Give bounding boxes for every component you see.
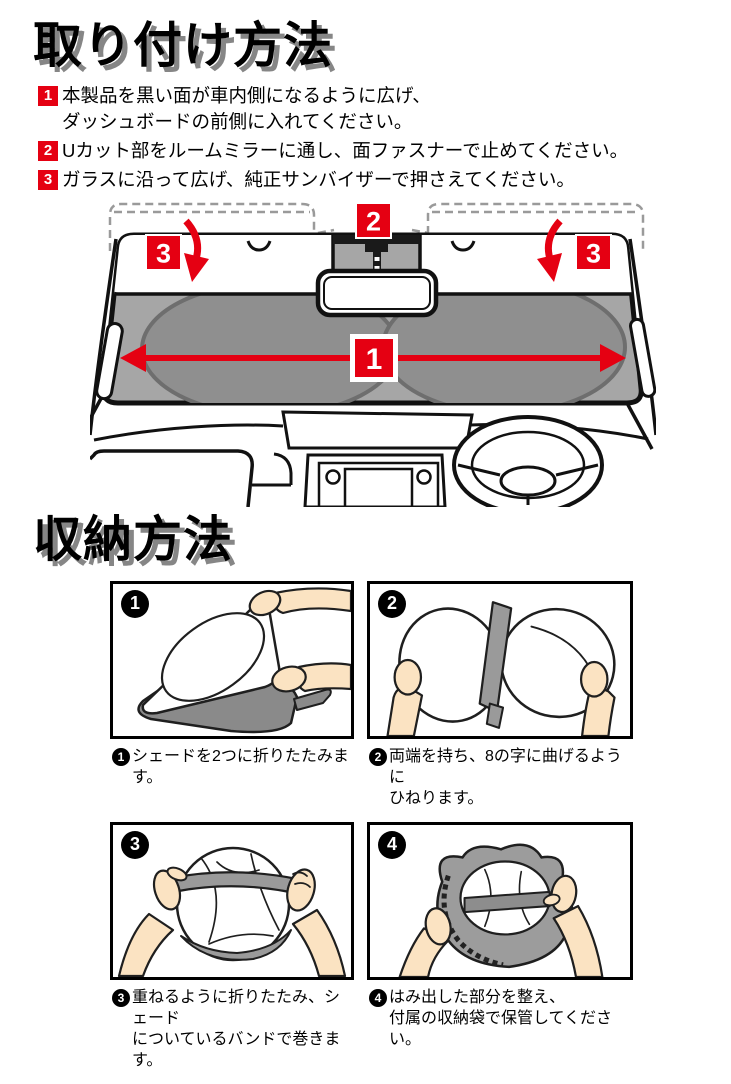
fold-arrow-right-icon <box>537 218 563 282</box>
storage-step-1-panel: 1 <box>110 580 354 739</box>
figure-eight-twist-illustration <box>386 600 616 736</box>
install-step-2-line-1: Uカット部をルームミラーに通し、面ファスナーで止めてください。 <box>62 139 629 161</box>
storage-step-3-panel: 3 <box>110 821 354 980</box>
install-steps: 1 本製品を黒い面が車内側になるように広げ、 ダッシュボードの前側に入れてくださ… <box>38 83 731 193</box>
storage-step-1-caption: 1 シェードを2つに折りたたみます。 <box>112 746 354 790</box>
storage-step-1-cell: 1 1 シェードを2つに折りたたみます。 <box>110 580 354 822</box>
red-number-1-badge: 1 <box>38 85 58 106</box>
stem-highlight-2 <box>374 265 380 270</box>
fold-in-half-illustration <box>137 587 351 734</box>
storage-step-2-caption-line-1: 両端を持ち、8の字に曲げるように <box>389 747 622 786</box>
install-step-1-line-2: ダッシュボードの前側に入れてください。 <box>62 110 413 132</box>
caption-circle-number-2: 2 <box>369 747 387 766</box>
red-number-2-badge: 2 <box>38 140 58 161</box>
instruction-sheet: 取り付け方法 1 本製品を黒い面が車内側になるように広げ、 ダッシュボードの前側… <box>33 19 731 1069</box>
storage-step-2-caption-line-2: ひねります。 <box>389 789 484 807</box>
caption-circle-number-1: 1 <box>112 747 130 766</box>
storage-step-4-caption-line-1: はみ出した部分を整え、 <box>389 988 566 1006</box>
caption-circle-number-4: 4 <box>369 988 387 1007</box>
stem-highlight <box>374 256 380 261</box>
red-number-3-badge: 3 <box>38 169 58 190</box>
storage-step-3-cell: 3 3 重ねるように折りたたみ、シェード <box>110 821 354 1084</box>
visor-clip-right-icon <box>450 240 476 252</box>
storage-step-4-caption-line-2: 付属の収納袋で保管してください。 <box>389 1009 613 1048</box>
windshield-diagram-svg: 2 3 3 1 <box>76 201 658 515</box>
diagram-badge-3-left: 3 <box>145 233 182 271</box>
install-step-3: 3 ガラスに沿って広げ、純正サンバイザーで押さえてください。 <box>38 167 731 193</box>
circle-number-4-icon: 4 <box>378 830 406 859</box>
steering-wheel <box>452 414 604 515</box>
install-section-title: 取り付け方法 <box>33 19 334 73</box>
install-step-2: 2 Uカット部をルームミラーに通し、面ファスナーで止めてください。 <box>38 138 731 164</box>
install-step-3-line-1: ガラスに沿って広げ、純正サンバイザーで押さえてください。 <box>62 168 575 190</box>
storage-step-4-caption: 4 はみ出した部分を整え、 付属の収納袋で保管してください。 <box>369 987 633 1050</box>
diagram-badge-3-right: 3 <box>575 233 612 271</box>
storage-step-4-cell: 4 4 はみ出した部分を整え、 付属の収納 <box>367 821 633 1084</box>
diagram-badge-2: 2 <box>355 201 392 239</box>
install-step-1-line-1: 本製品を黒い面が車内側になるように広げ、 <box>62 84 431 106</box>
storage-step-4-panel: 4 <box>367 821 633 980</box>
storage-step-3-caption-line-2: についているバンドで巻きます。 <box>132 1030 341 1069</box>
rearview-mirror <box>315 268 439 318</box>
circle-number-3-icon: 3 <box>121 830 149 859</box>
caption-circle-number-3: 3 <box>112 988 130 1007</box>
diagram-badge-3-right-label: 3 <box>586 238 601 268</box>
circle-number-1-icon: 1 <box>121 589 149 618</box>
storage-step-3-caption-line-1: 重ねるように折りたたみ、シェード <box>132 988 341 1027</box>
circle-number-2-icon: 2 <box>378 589 406 618</box>
windshield-diagram: 2 3 3 1 <box>76 197 731 515</box>
storage-bag-illustration <box>398 843 604 977</box>
fold-arrow-left-icon <box>183 218 209 282</box>
diagram-badge-1: 1 <box>350 333 398 382</box>
sun-visor-left <box>106 234 335 296</box>
storage-step-1-caption-line-1: シェードを2つに折りたたみます。 <box>132 747 349 786</box>
install-step-1: 1 本製品を黒い面が車内側になるように広げ、 ダッシュボードの前側に入れてくださ… <box>38 83 731 135</box>
storage-steps-grid: 1 1 シェードを2つに折りたたみます。 <box>110 580 731 1084</box>
storage-step-2-cell: 2 2 両端を持ち、8の字に曲げるように ひねります。 <box>367 580 633 822</box>
storage-step-3-caption: 3 重ねるように折りたたみ、シェード についているバンドで巻きます。 <box>112 987 354 1071</box>
storage-step-2-caption: 2 両端を持ち、8の字に曲げるように ひねります。 <box>369 746 633 809</box>
storage-section-title: 収納方法 <box>33 512 234 567</box>
diagram-badge-2-label: 2 <box>366 206 381 236</box>
mirror-mount <box>365 236 388 252</box>
band-wrap-illustration <box>117 846 347 977</box>
mirror-stem <box>373 250 381 275</box>
diagram-badge-1-label: 1 <box>366 343 383 376</box>
visor-clip-left-icon <box>246 240 272 252</box>
storage-step-2-panel: 2 <box>367 580 633 739</box>
diagram-badge-3-left-label: 3 <box>156 238 171 268</box>
